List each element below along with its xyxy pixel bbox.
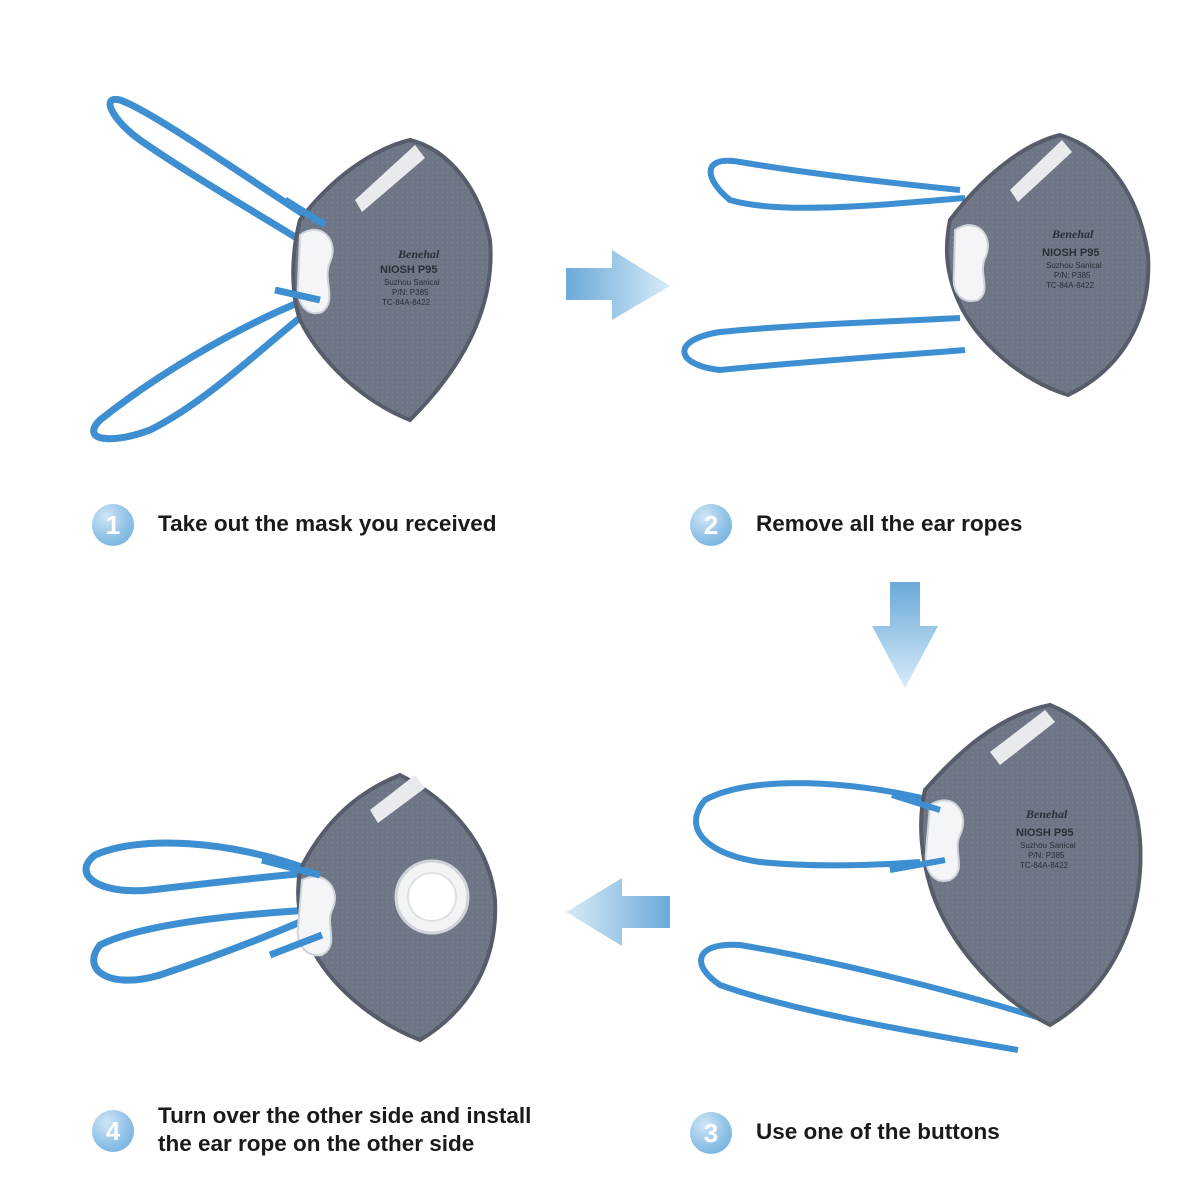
step-4: 4 Turn over the other side and install t… [92, 1103, 531, 1158]
strap-knots-3 [889, 792, 946, 873]
side-buttons-2 [952, 224, 989, 302]
step-text-4: Turn over the other side and install the… [158, 1096, 531, 1158]
nose-clip [355, 145, 425, 212]
ear-strap-lower-4 [90, 906, 311, 984]
mask-maker-1: Suzhou Sanical [384, 278, 440, 287]
mask-shell-3 [919, 702, 1143, 1028]
mask-maker-2: Suzhou Sanical [1046, 261, 1102, 270]
step-text-4-line1: Turn over the other side and install [158, 1103, 532, 1128]
mask-approval-2: TC-84A-8422 [1046, 281, 1095, 290]
loose-strap-lower [681, 315, 966, 374]
strap-knots [274, 197, 327, 304]
ear-strap-upper-4 [82, 839, 321, 895]
step-text-4-line2: the ear rope on the other side [158, 1131, 475, 1156]
nose-clip-2 [1010, 140, 1072, 202]
step-text-3: Use one of the buttons [756, 1119, 1000, 1144]
mask-approval-1: TC-84A-8422 [382, 298, 431, 307]
arrow-left-icon [566, 878, 670, 946]
ear-strap-lower [90, 296, 313, 443]
side-buttons [296, 228, 334, 315]
arrow-right-icon [566, 250, 670, 320]
mask-step4 [82, 772, 498, 1043]
step-1: 1 Take out the mask you received [92, 504, 496, 546]
strap-knots-4 [261, 856, 324, 959]
mask-pn-2: P/N: P385 [1054, 271, 1091, 280]
nose-clip-4 [370, 775, 425, 823]
mask-shell-2 [944, 132, 1151, 398]
step-badge-4: 4 [92, 1110, 134, 1152]
mask-rating-2: NIOSH P95 [1042, 247, 1099, 259]
step-text-2: Remove all the ear ropes [756, 511, 1023, 536]
step-badge-2: 2 [690, 504, 732, 546]
mask-pn-1: P/N: P385 [392, 288, 429, 297]
valve-cap [407, 872, 457, 922]
mask-brand-3: Benehal [1025, 807, 1068, 821]
step-3: 3 Use one of the buttons [690, 1112, 1000, 1154]
loose-strap-3 [698, 941, 1041, 1053]
mask-maker-3: Suzhou Sanical [1020, 841, 1076, 850]
mask-step1: Benehal NIOSH P95 Suzhou Sanical P/N: P3… [90, 95, 493, 443]
loose-strap-upper [707, 157, 966, 211]
step-badge-3: 3 [690, 1112, 732, 1154]
mask-rating-1: NIOSH P95 [380, 264, 437, 276]
arrow-down-icon [872, 582, 938, 688]
ear-strap-upper [106, 95, 322, 243]
mask-rating-3: NIOSH P95 [1016, 827, 1073, 839]
step-2: 2 Remove all the ear ropes [690, 504, 1022, 546]
side-buttons-3 [924, 799, 965, 882]
step-text-1: Take out the mask you received [158, 511, 497, 536]
mask-brand-1: Benehal [397, 247, 440, 261]
mask-approval-3: TC-84A-8422 [1020, 861, 1069, 870]
mask-brand-2: Benehal [1051, 227, 1094, 241]
ear-strap-upper-3 [693, 780, 931, 869]
step-badge-1: 1 [92, 504, 134, 546]
mask-pn-3: P/N: P385 [1028, 851, 1065, 860]
mask-step3: Benehal NIOSH P95 Suzhou Sanical P/N: P3… [693, 702, 1143, 1053]
nose-clip-3 [990, 710, 1055, 765]
mask-shell [291, 137, 493, 423]
mask-step2: Benehal NIOSH P95 Suzhou Sanical P/N: P3… [681, 132, 1151, 398]
